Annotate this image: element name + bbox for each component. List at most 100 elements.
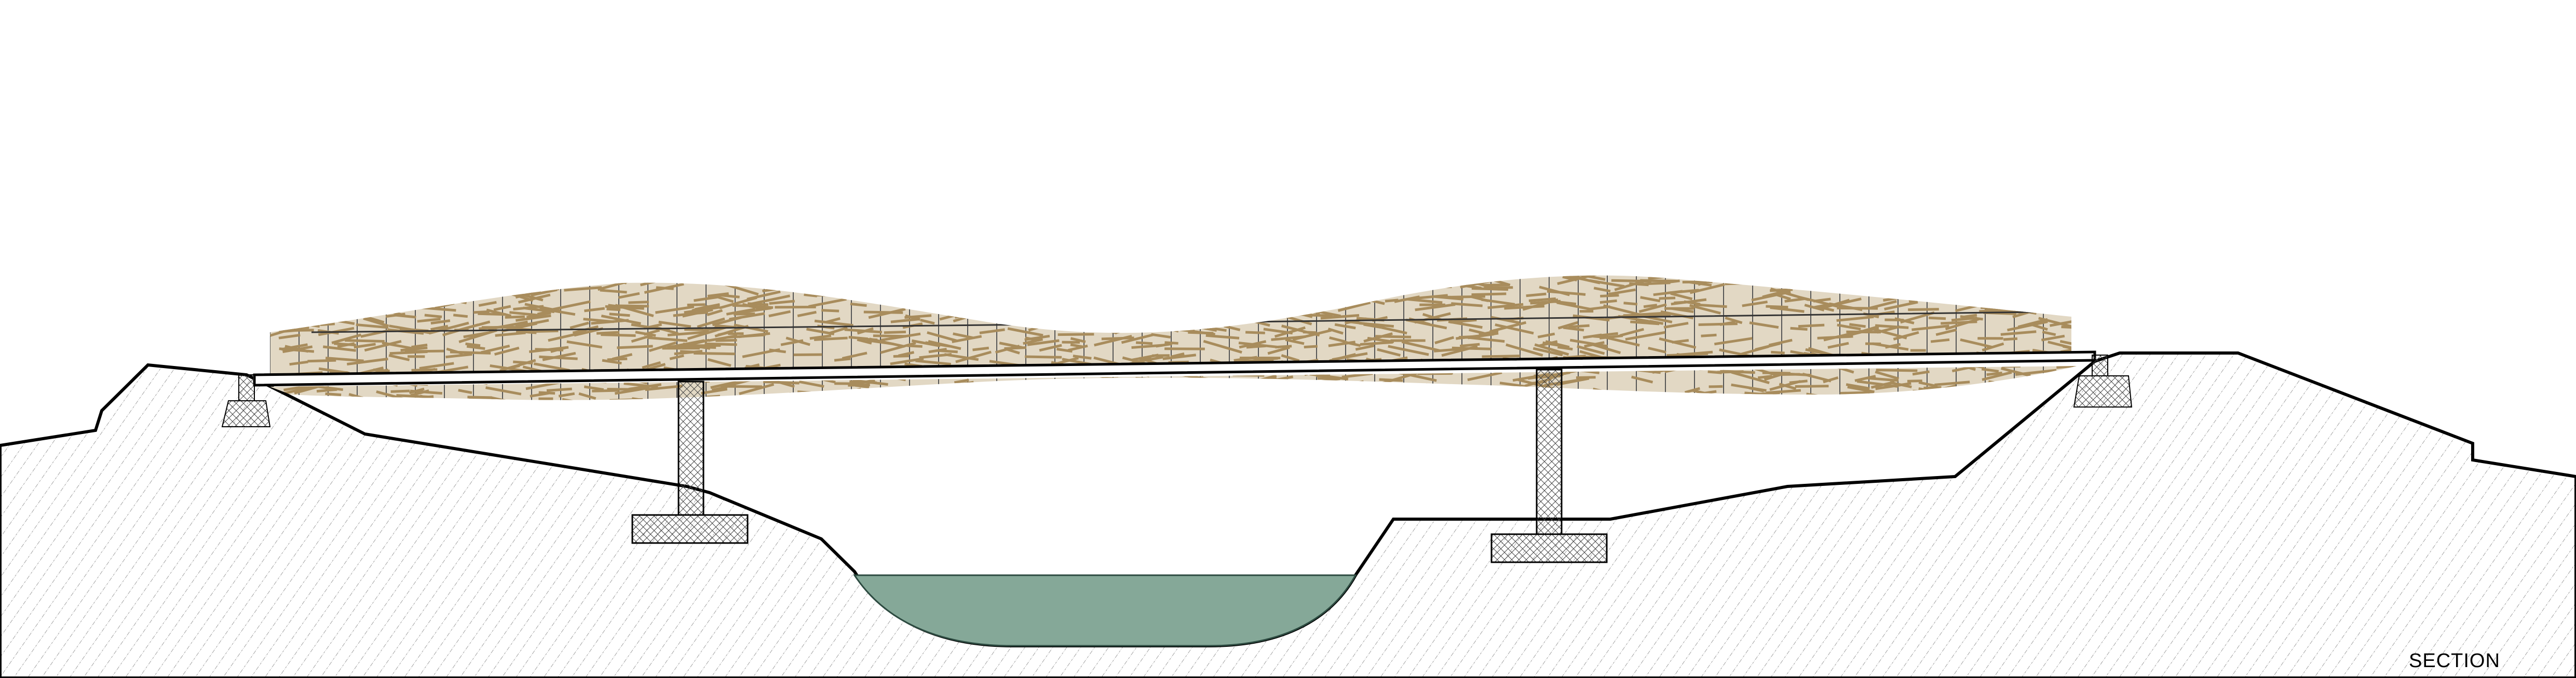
canopy-strand: [1918, 387, 1936, 393]
canopy-strand: [901, 266, 942, 268]
canopy-strand: [1094, 384, 1126, 388]
canopy-strand: [1893, 331, 1919, 341]
canopy-strand: [1934, 381, 1970, 386]
canopy-strand: [1798, 323, 1825, 328]
canopy-strand: [1060, 397, 1091, 400]
canopy-strand: [753, 271, 766, 274]
canopy-strand: [1073, 355, 1092, 360]
canopy-strand: [1908, 295, 1930, 303]
canopy-strand: [1212, 307, 1240, 316]
canopy-strand: [495, 397, 528, 400]
canopy-strand: [478, 301, 497, 307]
canopy-strand: [1804, 364, 1823, 368]
canopy-strand: [1714, 337, 1753, 346]
canopy-strand: [1162, 354, 1197, 360]
canopy-strand: [1393, 390, 1426, 400]
canopy-strand: [1235, 298, 1259, 303]
canopy-strand: [1057, 276, 1089, 284]
canopy-strand: [919, 404, 943, 406]
canopy-strand: [614, 386, 650, 395]
canopy-strand: [1081, 321, 1117, 335]
canopy-strand: [513, 360, 533, 365]
canopy-strand: [495, 331, 526, 337]
canopy-strand: [1082, 395, 1106, 400]
canopy-strand: [396, 314, 416, 319]
canopy-strand: [1481, 298, 1515, 306]
canopy-strand: [620, 406, 639, 410]
canopy-strand: [644, 282, 684, 294]
canopy-strand: [302, 286, 330, 294]
canopy-strand: [433, 275, 470, 277]
canopy-strand: [915, 359, 952, 365]
canopy-strand: [1017, 275, 1048, 278]
canopy-strand: [842, 351, 867, 360]
canopy-strand: [1538, 340, 1558, 347]
canopy-strand: [1094, 291, 1131, 299]
canopy-strand: [494, 346, 520, 356]
canopy-strand: [352, 302, 394, 310]
canopy-strand: [1319, 281, 1347, 288]
canopy-strand: [1133, 397, 1172, 400]
canopy-strand: [1127, 391, 1167, 397]
canopy-strand: [973, 304, 1014, 309]
canopy-strand: [1459, 343, 1480, 348]
canopy-strand: [1273, 403, 1303, 404]
canopy-strand: [898, 351, 915, 357]
canopy-strand: [1203, 340, 1242, 354]
canopy-strand: [1070, 337, 1086, 343]
canopy-strand: [1583, 333, 1602, 339]
canopy-strand: [1346, 284, 1379, 291]
canopy-strand: [444, 286, 480, 297]
canopy-strand: [848, 335, 868, 341]
canopy-strand: [752, 403, 765, 404]
canopy-strand: [867, 269, 882, 271]
canopy-strand: [1520, 389, 1534, 395]
canopy-strand: [1876, 283, 1892, 290]
canopy-strand: [1846, 383, 1870, 390]
canopy-strand: [1388, 345, 1429, 356]
canopy-strand: [833, 265, 850, 269]
canopy-strand: [688, 311, 708, 315]
canopy-strand: [285, 309, 303, 316]
canopy-strand: [484, 285, 506, 294]
canopy-strand: [1770, 306, 1805, 313]
canopy-strand: [439, 275, 463, 281]
canopy-strand: [1236, 282, 1269, 293]
canopy-strand: [2055, 266, 2076, 269]
canopy-strand: [1380, 281, 1399, 289]
canopy-strand: [1766, 305, 1788, 309]
canopy-strand: [712, 294, 734, 303]
canopy-strand: [470, 284, 510, 291]
canopy-strand: [1014, 310, 1032, 316]
canopy-strand: [2039, 265, 2054, 266]
canopy-strand: [631, 334, 653, 343]
canopy-strand: [715, 338, 737, 342]
canopy-strand: [967, 275, 985, 276]
canopy-strand: [468, 398, 497, 400]
canopy-strand: [314, 310, 344, 316]
canopy-strand: [1339, 380, 1364, 389]
canopy-strand: [1197, 303, 1225, 311]
canopy-strand: [799, 278, 816, 284]
canopy-strand: [707, 358, 731, 367]
canopy-strand: [1847, 385, 1875, 394]
canopy-strand: [1748, 386, 1765, 392]
canopy-strand: [1240, 307, 1266, 316]
canopy-strand: [1981, 368, 1999, 373]
canopy-strand: [334, 342, 357, 347]
canopy-strand: [1933, 282, 1957, 288]
canopy-strand: [1109, 294, 1145, 303]
canopy-strand: [814, 275, 845, 283]
canopy-strand: [314, 315, 355, 326]
canopy-strand: [1912, 370, 1930, 376]
canopy-strand: [726, 333, 766, 339]
canopy-strand: [1125, 310, 1160, 322]
canopy-strand: [1059, 317, 1076, 322]
canopy-strand: [762, 284, 799, 292]
canopy-strand: [1187, 278, 1222, 288]
canopy-strand: [1784, 297, 1805, 303]
canopy-strand: [1989, 389, 2026, 397]
canopy-strand: [1495, 275, 1532, 278]
canopy-strand: [1472, 263, 1498, 265]
